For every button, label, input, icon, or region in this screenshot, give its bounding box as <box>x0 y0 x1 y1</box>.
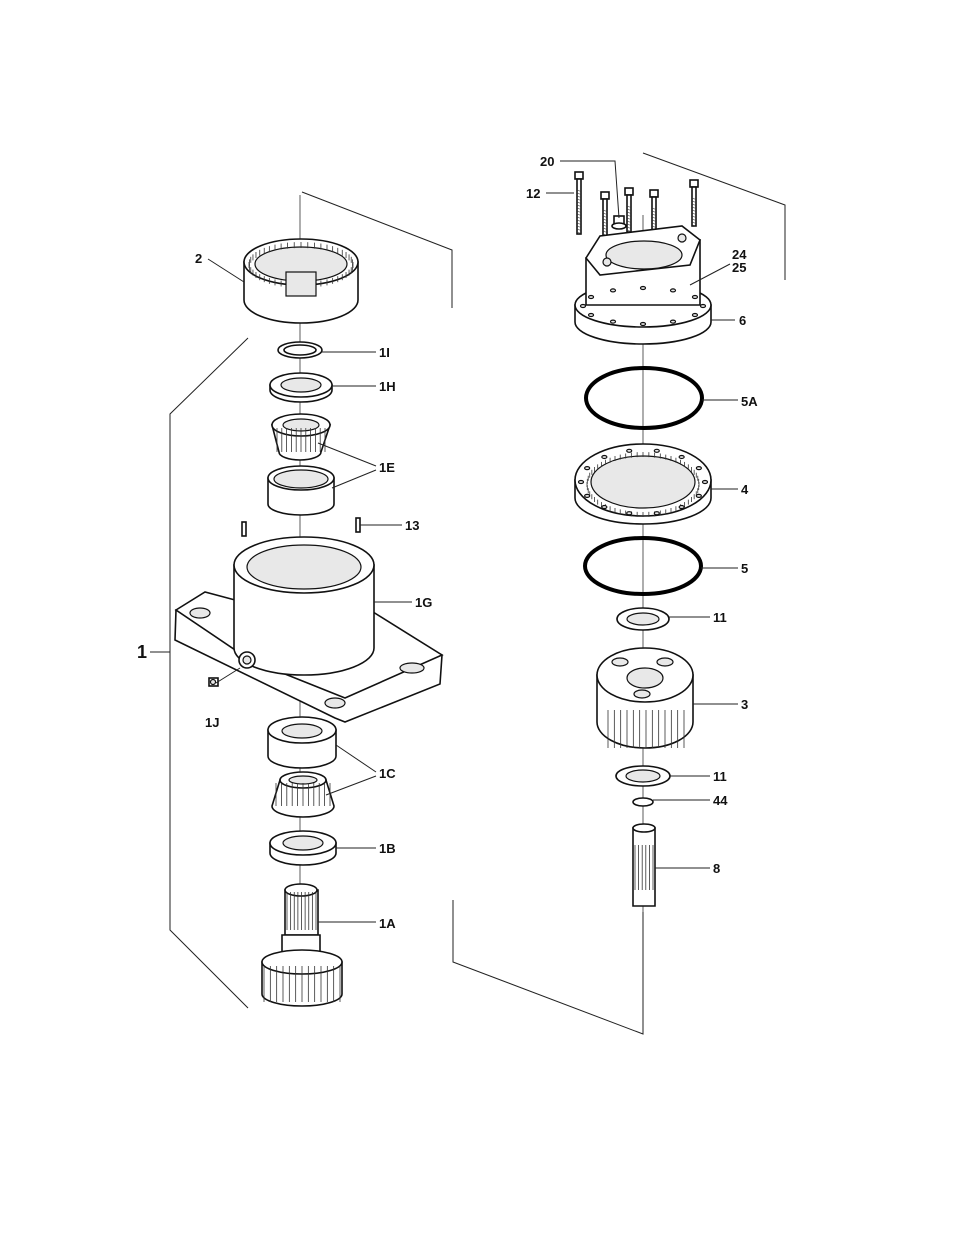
part-3-planet-carrier <box>596 647 694 749</box>
guide-line-right-bottom <box>452 900 644 1035</box>
callout-6: 6 <box>739 313 746 328</box>
callout-1: 1 <box>137 642 147 662</box>
guide-line-left-top <box>301 191 453 308</box>
callout-13: 13 <box>405 518 419 533</box>
bracket-item-1 <box>169 337 249 1009</box>
callout-1A: 1A <box>379 916 396 931</box>
callout-5: 5 <box>741 561 748 576</box>
callout-4: 4 <box>741 482 749 497</box>
callout-44: 44 <box>713 793 728 808</box>
part-1A-pinion-shaft <box>261 883 343 1007</box>
callout-3: 3 <box>741 697 748 712</box>
callout-1H: 1H <box>379 379 396 394</box>
part-1J-fitting <box>208 677 219 687</box>
part-44-snap-ring <box>632 797 654 807</box>
part-1H-washer <box>269 372 333 403</box>
callout-8: 8 <box>713 861 720 876</box>
callout-1J: 1J <box>205 715 219 730</box>
callout-1C: 1C <box>379 766 396 781</box>
callout-11-top: 11 <box>713 610 727 625</box>
callout-1E: 1E <box>379 460 395 475</box>
callout-12: 12 <box>526 186 540 201</box>
part-6-adapter <box>574 225 712 345</box>
guide-line-right-top <box>642 152 786 280</box>
part-4-ring-gear <box>574 443 712 525</box>
part-5-o-ring <box>583 536 703 596</box>
part-1B-washer <box>269 830 337 866</box>
callout-labels: 2 1I 1H 1E 13 1G 1 1J 1C 1B 1A 20 12 24 … <box>137 154 758 931</box>
right-assembly <box>452 152 786 1035</box>
part-1E-bearing <box>267 413 335 516</box>
part-11-thrust-washer-bottom <box>615 765 671 787</box>
part-11-thrust-washer-top <box>616 607 670 631</box>
callout-1I: 1I <box>379 345 390 360</box>
part-1G-housing <box>174 536 444 723</box>
callout-20: 20 <box>540 154 554 169</box>
leader-lines <box>207 160 738 923</box>
part-5A-o-ring <box>584 366 704 430</box>
callout-5A: 5A <box>741 394 758 409</box>
left-assembly <box>150 191 453 1009</box>
part-2-ring-gear <box>243 238 359 324</box>
callout-25: 25 <box>732 260 746 275</box>
callout-1G: 1G <box>415 595 432 610</box>
part-1I-snap-ring <box>277 341 323 359</box>
callout-1B: 1B <box>379 841 396 856</box>
callout-11-bottom: 11 <box>713 769 727 784</box>
callout-24: 24 <box>732 247 747 262</box>
part-1C-bearing <box>267 716 337 818</box>
part-8-sun-gear <box>632 823 656 907</box>
callout-2: 2 <box>195 251 202 266</box>
